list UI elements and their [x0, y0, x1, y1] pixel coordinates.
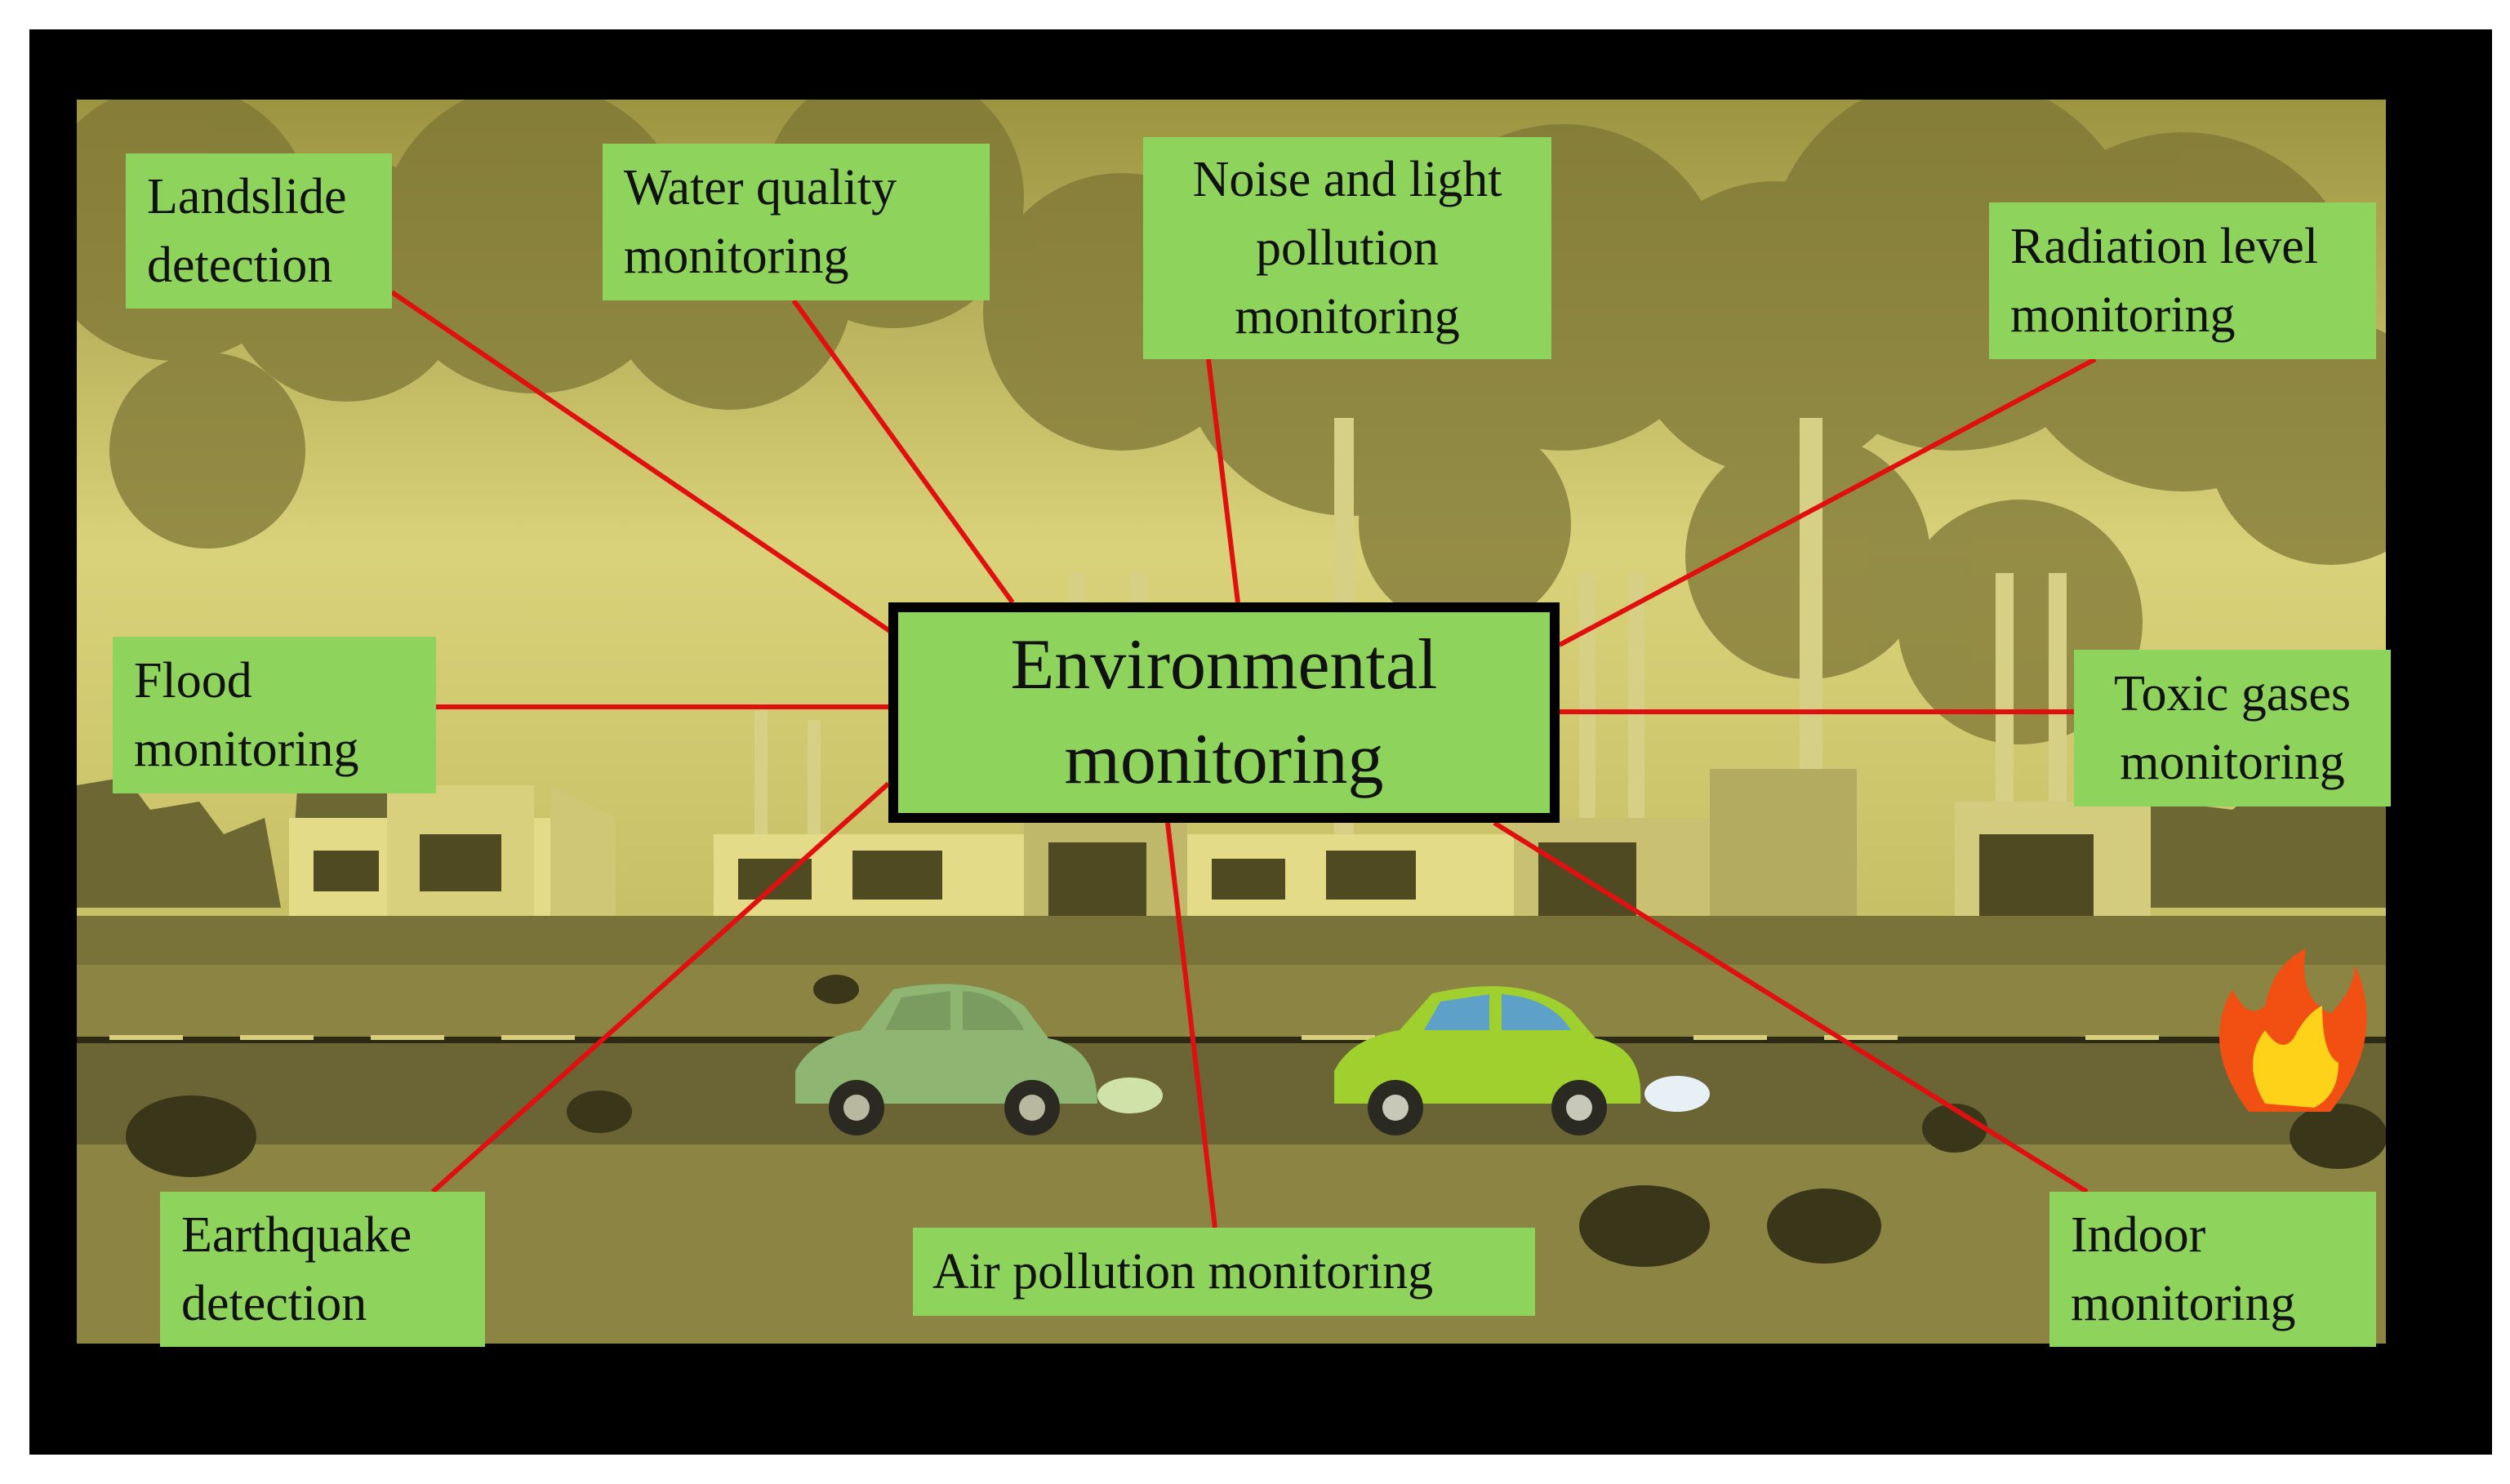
- node-indoor-monitoring: Indoor monitoring: [2049, 1192, 2376, 1347]
- node-water-quality-monitoring: Water quality monitoring: [603, 144, 990, 300]
- node-flood-monitoring: Flood monitoring: [113, 637, 436, 793]
- fire: [2219, 949, 2367, 1112]
- center-node-environmental-monitoring: Environmental monitoring: [888, 602, 1560, 823]
- node-landslide-detection: Landslide detection: [126, 153, 392, 309]
- node-radiation-level-monitoring: Radiation level monitoring: [1989, 202, 2376, 359]
- ground-band: [77, 916, 2386, 965]
- node-earthquake-detection: Earthquake detection: [160, 1192, 485, 1347]
- node-noise-light-pollution-monitoring: Noise and light pollution monitoring: [1143, 137, 1551, 359]
- road-markings: [77, 1037, 2386, 1043]
- node-air-pollution-monitoring: Air pollution monitoring: [913, 1228, 1535, 1316]
- road: [77, 1038, 2386, 1144]
- node-toxic-gases-monitoring: Toxic gases monitoring: [2074, 650, 2391, 806]
